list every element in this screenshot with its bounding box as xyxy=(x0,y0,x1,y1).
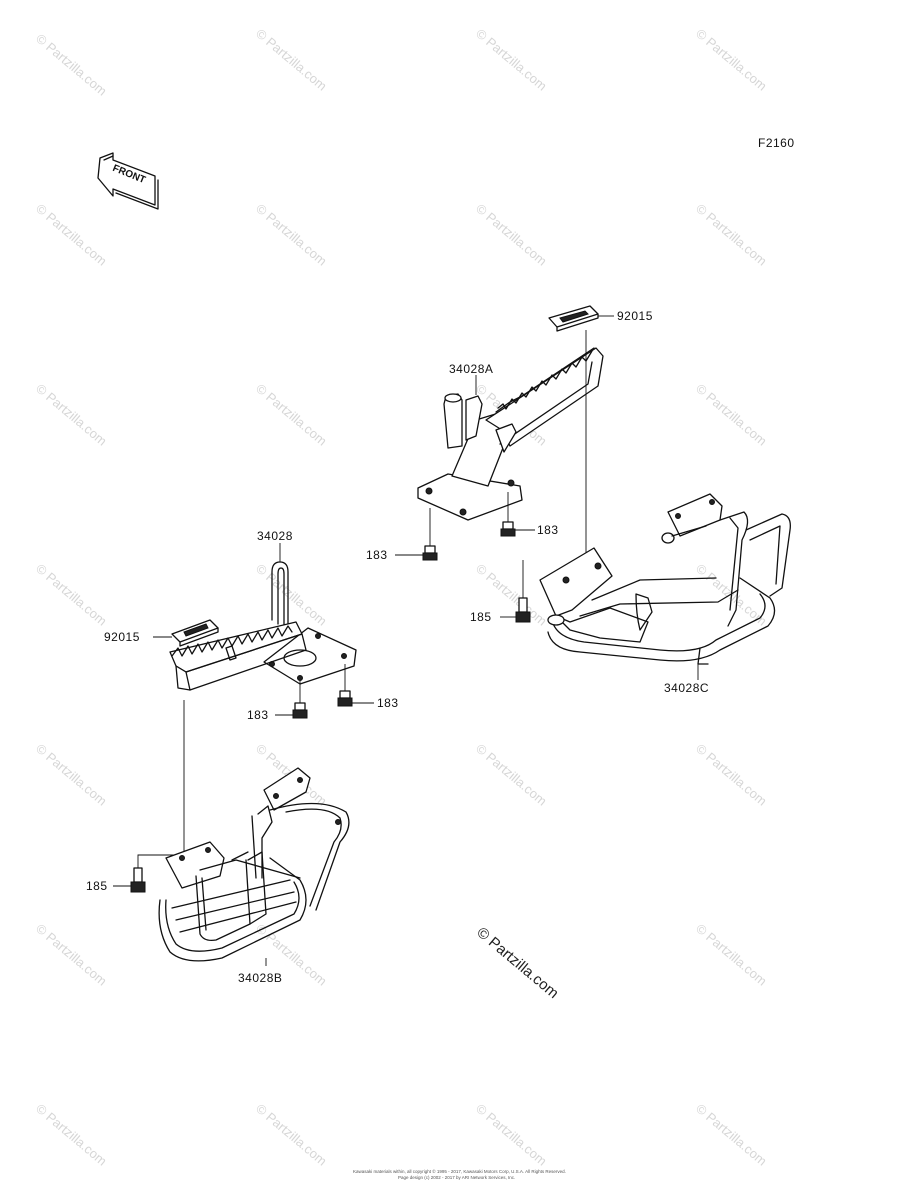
watermark: © Partzilla.com xyxy=(473,1101,550,1169)
center-watermark: © Partzilla.com xyxy=(473,924,561,1002)
bolt-183-left-b: 183 xyxy=(337,664,399,710)
watermark: © Partzilla.com xyxy=(693,1101,770,1169)
callout-34028: 34028 xyxy=(257,529,293,543)
watermark: © Partzilla.com xyxy=(693,921,770,989)
left-step-assembly: 34028 92015 183 183 xyxy=(86,529,399,985)
watermark: © Partzilla.com xyxy=(473,26,550,94)
copyright-line-1: Kawasaki materials within, all copyright… xyxy=(353,1168,566,1174)
watermark: © Partzilla.com xyxy=(33,381,110,449)
bolt-185-right: 185 xyxy=(470,560,531,624)
callout-92015-left: 92015 xyxy=(104,630,140,644)
watermark: © Partzilla.com xyxy=(693,201,770,269)
callout-92015-top: 92015 xyxy=(617,309,653,323)
watermark: © Partzilla.com xyxy=(33,31,110,99)
watermark: © Partzilla.com xyxy=(693,741,770,809)
watermark: © Partzilla.com xyxy=(253,26,330,94)
guard-34028C: 34028C xyxy=(539,493,791,695)
callout-34028C: 34028C xyxy=(664,681,709,695)
watermark: © Partzilla.com xyxy=(33,201,110,269)
step-bracket-34028A: 34028A xyxy=(417,347,604,521)
callout-183-left-a: 183 xyxy=(247,708,269,722)
callout-183-right-a: 183 xyxy=(366,548,388,562)
front-arrow-icon: FRONT xyxy=(97,152,159,210)
step-bracket-34028: 34028 xyxy=(169,529,357,691)
watermark: © Partzilla.com xyxy=(33,921,110,989)
copyright-line-2: Page design (c) 2002 - 2017 by ARI Netwo… xyxy=(398,1175,515,1180)
bolt-185-left: 185 xyxy=(86,854,184,893)
callout-183-left-b: 183 xyxy=(377,696,399,710)
bolt-183-right-a: 183 xyxy=(366,508,438,562)
watermark: © Partzilla.com xyxy=(253,561,330,629)
watermark: © Partzilla.com xyxy=(253,381,330,449)
callout-34028A: 34028A xyxy=(449,362,493,376)
callout-183-right-b: 183 xyxy=(537,523,559,537)
bolt-183-right-b: 183 xyxy=(500,492,559,537)
watermark: © Partzilla.com xyxy=(33,561,110,629)
watermark: © Partzilla.com xyxy=(33,1101,110,1169)
figure-code: F2160 xyxy=(758,136,795,150)
watermark: © Partzilla.com xyxy=(253,201,330,269)
bolt-183-left-a: 183 xyxy=(247,680,308,722)
rubber-pad-92015-left: 92015 xyxy=(104,619,219,647)
watermark: © Partzilla.com xyxy=(33,741,110,809)
callout-34028B: 34028B xyxy=(238,971,282,985)
watermark: © Partzilla.com xyxy=(693,381,770,449)
right-step-assembly: 92015 34028A 183 xyxy=(366,305,791,695)
watermark: © Partzilla.com xyxy=(253,1101,330,1169)
watermark: © Partzilla.com xyxy=(693,26,770,94)
watermark: © Partzilla.com xyxy=(473,201,550,269)
watermark: © Partzilla.com xyxy=(473,741,550,809)
guard-34028B: 34028B xyxy=(158,767,350,985)
callout-185-right: 185 xyxy=(470,610,492,624)
callout-185-left: 185 xyxy=(86,879,108,893)
rubber-pad-92015-top: 92015 xyxy=(548,305,653,332)
